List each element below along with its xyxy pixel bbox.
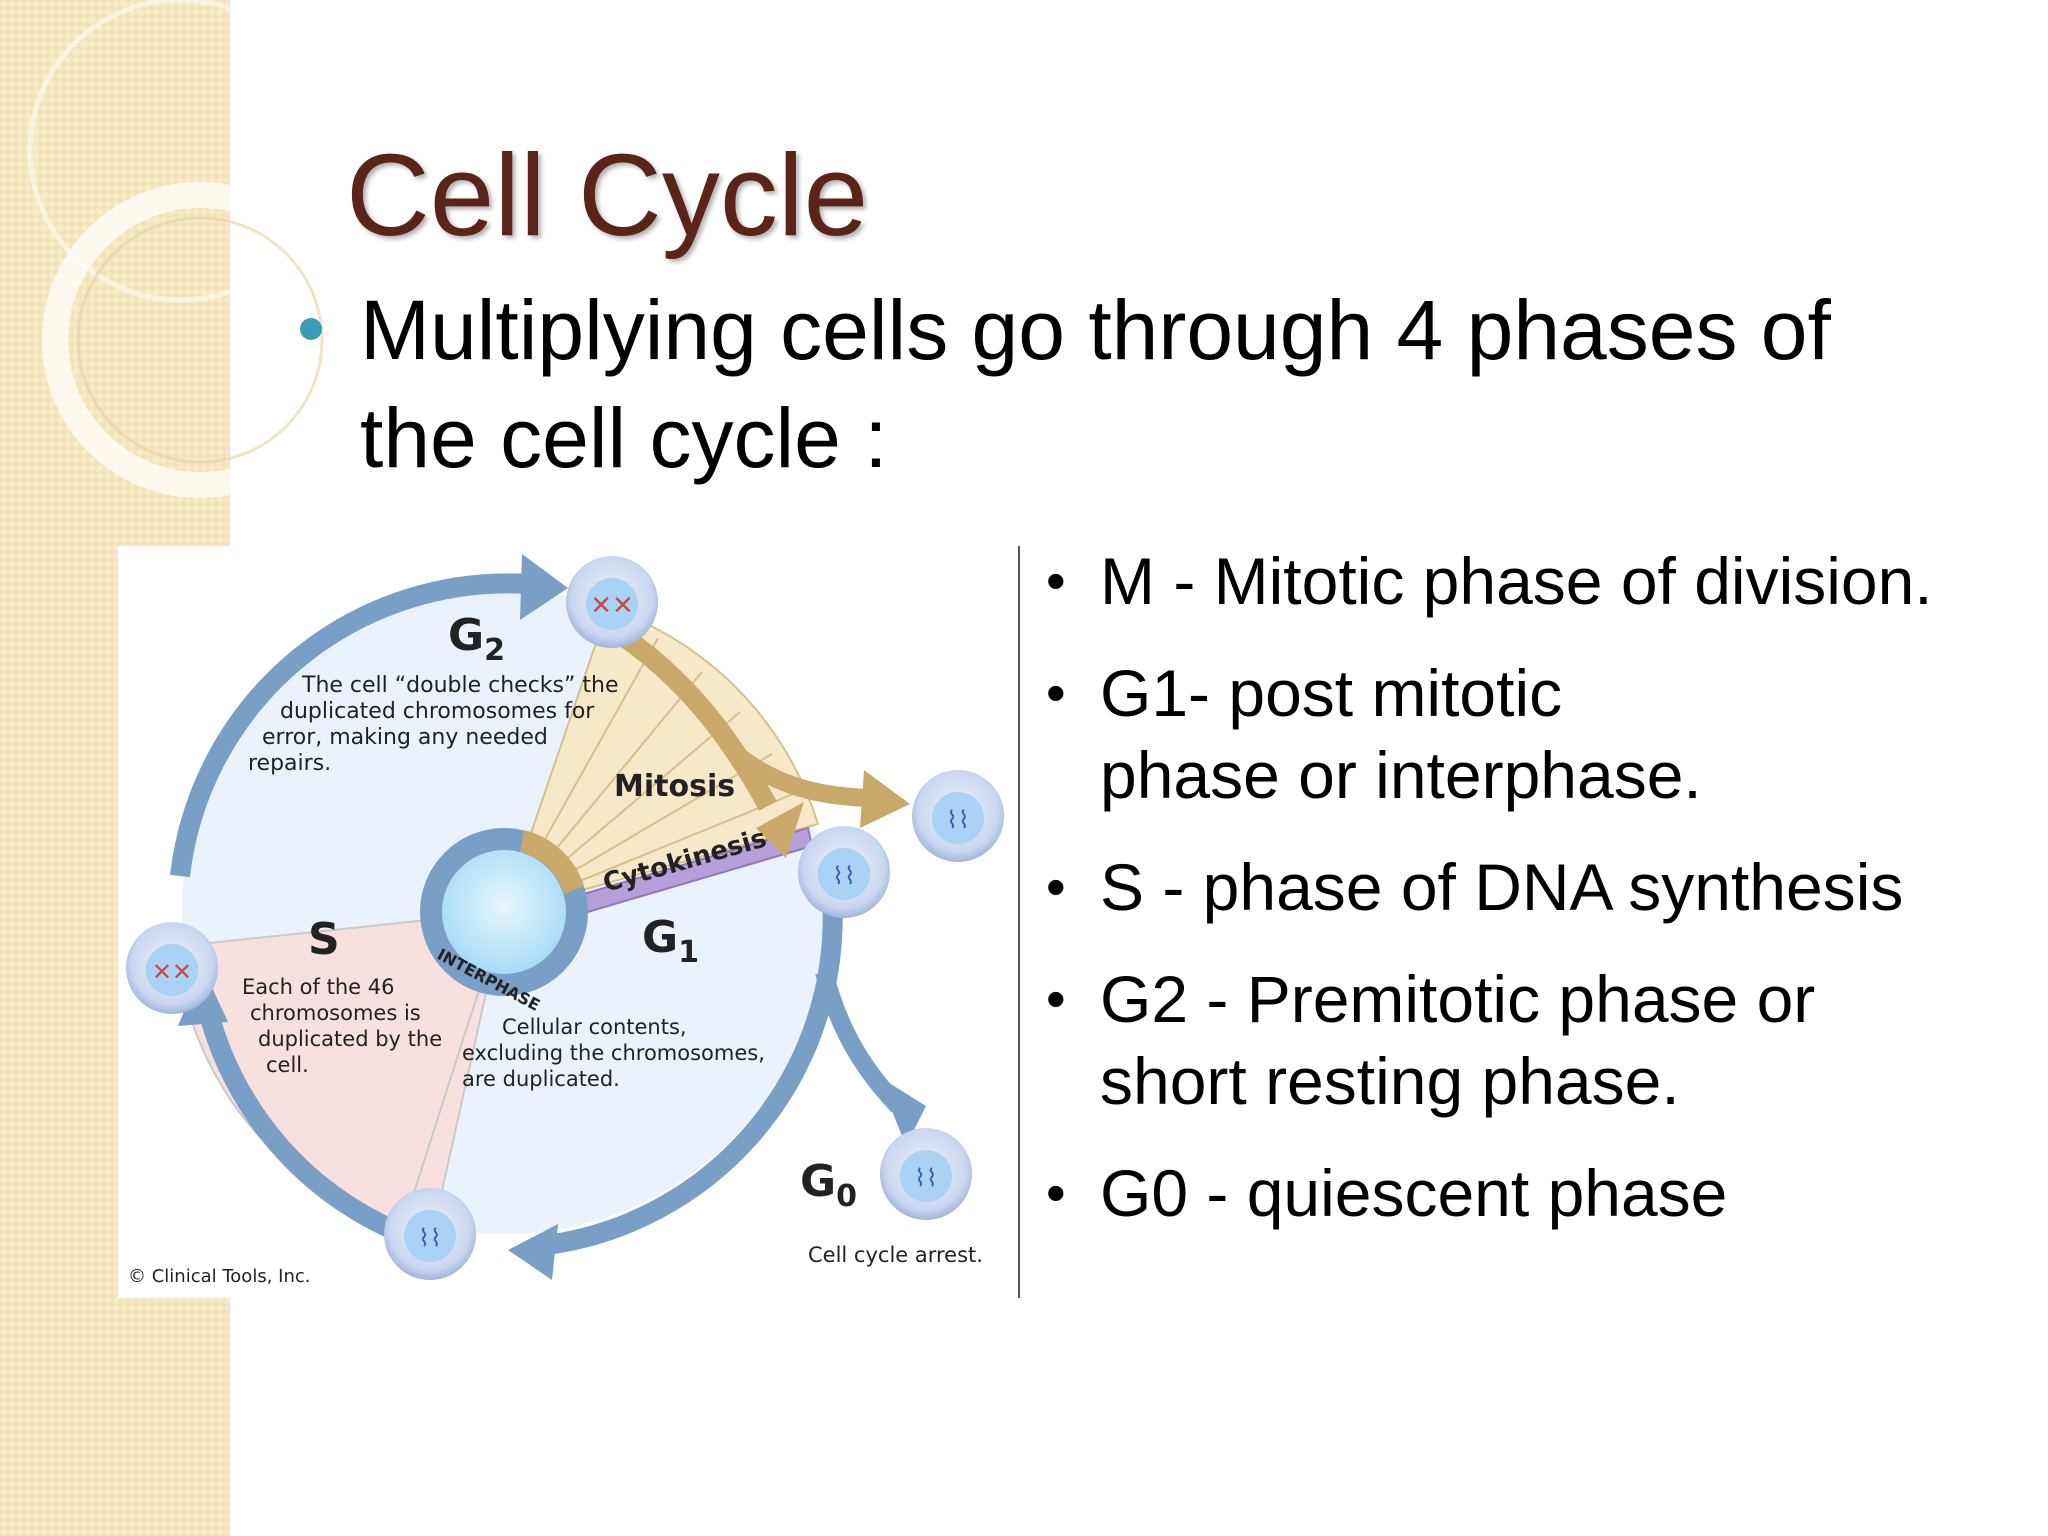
mitosis-label: Mitosis <box>614 769 735 804</box>
cell-cycle-diagram: ✕✕ ⌇⌇ ⌇⌇ ✕✕ ⌇⌇ ⌇⌇ G2 The cell “double ch… <box>118 546 1020 1298</box>
bullet-glyph: • <box>1046 1161 1066 1224</box>
phase-text: G1- post mitotic phase or interphase. <box>1100 656 1702 812</box>
cycle-arrowhead-g1 <box>508 1224 558 1280</box>
cycle-arrowhead-g2 <box>520 554 568 620</box>
svg-text:Cellular contents, excludi: Cellular contents, excluding the chromos… <box>462 1015 772 1091</box>
mitosis-arrow-split <box>732 748 869 807</box>
phase-item-g2: • G2 - Premitotic phase or short resting … <box>1040 958 2048 1122</box>
s-desc-line: cell. <box>266 1053 309 1077</box>
phase-text: M - Mitotic phase of division. <box>1100 544 1933 618</box>
svg-text:✕✕: ✕✕ <box>590 590 634 620</box>
g0-desc: Cell cycle arrest. <box>808 1243 983 1267</box>
g1-desc-line: Cellular contents, <box>502 1015 687 1039</box>
svg-text:⌇⌇: ⌇⌇ <box>914 1165 937 1192</box>
main-bullet-dot <box>300 318 322 340</box>
main-bullet-text: Multiplying cells go through 4 phases of… <box>360 283 1831 485</box>
bullet-glyph: • <box>1046 855 1066 918</box>
svg-text:The cell “double checks” the: The cell “double checks” the duplicated … <box>248 673 626 776</box>
divider-line <box>1018 546 1020 1298</box>
cell-top: ✕✕ <box>566 556 658 648</box>
g0-arrowhead <box>878 1076 926 1146</box>
svg-text:Each of the 46 chromosomes: Each of the 46 chromosomes is duplicated… <box>242 975 449 1077</box>
cycle-arrow-g1 <box>536 874 843 1256</box>
svg-text:⌇⌇: ⌇⌇ <box>418 1225 441 1252</box>
svg-text:⌇⌇: ⌇⌇ <box>946 807 969 834</box>
nucleus-center <box>442 850 566 974</box>
cell-right-top: ⌇⌇ <box>912 770 1004 862</box>
phase-text: G2 - Premitotic phase or short resting p… <box>1100 962 1816 1118</box>
s-desc-line: Each of the 46 <box>242 975 394 999</box>
s-desc-line: chromosomes is <box>250 1001 421 1025</box>
mitosis-arrowhead-right <box>860 770 910 828</box>
svg-text:✕✕: ✕✕ <box>152 959 192 986</box>
s-phase-label: S <box>308 914 340 965</box>
g1-desc-line: excluding the chromosomes, <box>462 1041 765 1065</box>
cell-left: ✕✕ <box>126 922 218 1014</box>
g0-subscript: 0 <box>836 1179 857 1214</box>
g0-letter: G <box>800 1156 836 1207</box>
cycle-arrow-g2 <box>170 573 529 878</box>
decorative-rings <box>27 0 358 498</box>
svg-text:G2: G2 <box>448 610 505 668</box>
g2-desc-line: error, making any needed <box>262 725 548 750</box>
phase-item-s: • S - phase of DNA synthesis <box>1040 846 2048 928</box>
interphase-ring-gold <box>520 830 584 894</box>
g2-letter: G <box>448 610 484 661</box>
phase-text: S - phase of DNA synthesis <box>1100 850 1904 924</box>
svg-text:⌇⌇: ⌇⌇ <box>832 863 855 890</box>
svg-text:G1: G1 <box>642 912 699 970</box>
slide-title: Cell Cycle <box>346 130 869 260</box>
phase-item-m: • M - Mitotic phase of division. <box>1040 540 2048 622</box>
cell-bottom: ⌇⌇ <box>384 1188 476 1280</box>
bullet-glyph: • <box>1046 967 1066 1030</box>
cycle-arrow-s <box>196 999 412 1246</box>
g2-desc-line: duplicated chromosomes for <box>280 699 595 724</box>
phase-list: • M - Mitotic phase of division. • G1- pos… <box>1040 540 2048 1264</box>
s-desc-line: duplicated by the <box>258 1027 442 1051</box>
g2-desc-line: repairs. <box>248 751 331 776</box>
cell-right: ⌇⌇ <box>798 826 890 918</box>
g1-desc-line: are duplicated. <box>462 1067 620 1091</box>
g1-subscript: 1 <box>678 935 699 970</box>
bullet-glyph: • <box>1046 549 1066 612</box>
g1-letter: G <box>642 912 678 963</box>
phase-item-g0: • G0 - quiescent phase <box>1040 1152 2048 1234</box>
phase-text: G0 - quiescent phase <box>1100 1156 1728 1230</box>
svg-text:G0: G0 <box>800 1156 857 1214</box>
g2-subscript: 2 <box>484 633 505 668</box>
mitosis-arrowhead-down <box>756 802 804 858</box>
copyright-text: © Clinical Tools, Inc. <box>128 1266 310 1287</box>
g2-desc-line: The cell “double checks” the <box>301 673 619 698</box>
phase-item-g1: • G1- post mitotic phase or interphase. <box>1040 652 2048 816</box>
cell-g0: ⌇⌇ <box>880 1128 972 1220</box>
bullet-glyph: • <box>1046 661 1066 724</box>
